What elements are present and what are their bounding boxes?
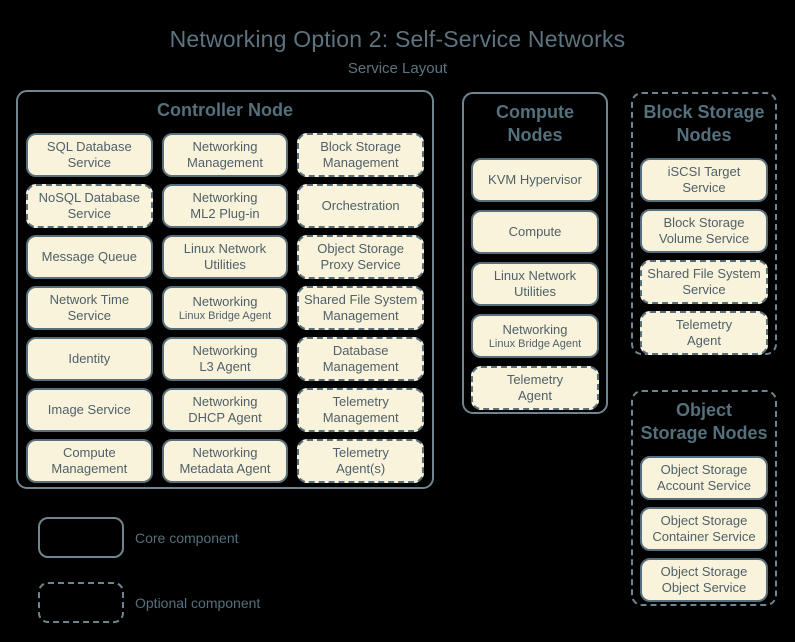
service-label: Orchestration [321, 198, 400, 214]
service-label: Networking L3 Agent [192, 343, 258, 375]
service-label: Telemetry Agent [675, 317, 733, 349]
service-object-storage-proxy: Object Storage Proxy Service [297, 235, 424, 280]
service-sublabel: Linux Bridge Agent [488, 337, 582, 350]
service-label: Identity [68, 351, 111, 367]
service-label: Networking [502, 321, 568, 337]
diagram-title: Networking Option 2: Self-Service Networ… [169, 26, 626, 52]
service-label: Networking DHCP Agent [188, 394, 262, 426]
service-label: Networking ML2 Plug-in [190, 190, 260, 222]
service-iscsi-target: iSCSI Target Service [640, 158, 768, 203]
service-image-service: Image Service [26, 388, 153, 433]
panel-controller-node: Controller Node SQL Database Service Net… [16, 90, 434, 489]
panel-title-compute-nodes: Compute Nodes [496, 102, 574, 146]
service-label: Compute Management [51, 445, 128, 477]
panel-title-block-storage-nodes: Block Storage Nodes [643, 102, 765, 146]
compute-service-stack: KVM Hypervisor Compute Linux Network Uti… [464, 158, 606, 411]
service-message-queue: Message Queue [26, 235, 153, 280]
service-networking-management: Networking Management [161, 133, 289, 178]
service-telemetry-agent: Telemetry Agent [640, 311, 768, 356]
diagram-subtitle: Service Layout [347, 60, 448, 77]
service-label: Telemetry Agent [506, 372, 564, 404]
service-label: Block Storage Management [320, 139, 402, 171]
panel-compute-nodes: Compute Nodes KVM Hypervisor Compute Lin… [462, 92, 608, 414]
service-label: Linux Network Utilities [493, 268, 577, 300]
service-orchestration: Orchestration [297, 184, 424, 229]
service-label: Database Management [322, 343, 399, 375]
service-sublabel: Linux Bridge Agent [178, 309, 272, 322]
service-kvm-hypervisor: KVM Hypervisor [471, 158, 599, 203]
service-label: Object Storage Container Service [652, 513, 756, 545]
service-nosql-database: NoSQL Database Service [26, 184, 153, 229]
panel-object-storage-nodes: Object Storage Nodes Object Storage Acco… [631, 390, 777, 606]
legend: Core component Optional component [38, 517, 260, 642]
service-object-storage-object: Object Storage Object Service [640, 558, 768, 603]
service-label: KVM Hypervisor [488, 172, 582, 188]
panel-title-controller-node: Controller Node [156, 100, 293, 120]
service-networking-l3-agent: Networking L3 Agent [161, 337, 289, 382]
legend-core-label: Core component [135, 529, 239, 546]
service-label: iSCSI Target Service [667, 164, 741, 196]
service-shared-file-system-service: Shared File System Service [640, 260, 768, 305]
service-label: Object Storage Account Service [657, 462, 751, 494]
block-storage-service-stack: iSCSI Target Service Block Storage Volum… [633, 158, 775, 356]
service-label: Object Storage Object Service [660, 564, 748, 596]
service-label: Block Storage Volume Service [658, 215, 750, 247]
service-compute-management: Compute Management [26, 439, 153, 484]
service-label: Message Queue [41, 249, 138, 265]
legend-optional-swatch [38, 582, 124, 623]
service-label: Networking Metadata Agent [179, 445, 271, 477]
service-block-storage-volume: Block Storage Volume Service [640, 209, 768, 254]
service-telemetry-management: Telemetry Management [297, 388, 424, 433]
service-label: Shared File System Service [647, 266, 761, 298]
panel-block-storage-nodes: Block Storage Nodes iSCSI Target Service… [631, 92, 777, 356]
service-label: Shared File System Management [303, 292, 418, 324]
service-networking-metadata-agent: Networking Metadata Agent [161, 439, 289, 484]
service-label: Object Storage Proxy Service [317, 241, 405, 273]
service-sql-database: SQL Database Service [26, 133, 153, 178]
service-linux-network-utilities: Linux Network Utilities [161, 235, 289, 280]
service-label: Linux Network Utilities [183, 241, 267, 273]
service-label: Telemetry Agent(s) [332, 445, 389, 477]
service-compute: Compute [471, 210, 599, 255]
legend-core: Core component [38, 517, 260, 558]
service-networking-ml2-plugin: Networking ML2 Plug-in [161, 184, 289, 229]
legend-core-swatch [38, 517, 124, 558]
service-linux-network-utilities: Linux Network Utilities [471, 262, 599, 307]
service-block-storage-management: Block Storage Management [297, 133, 424, 178]
panel-title-object-storage-nodes: Object Storage Nodes [640, 400, 768, 444]
service-label: Telemetry Management [322, 394, 399, 426]
legend-optional-label: Optional component [135, 594, 261, 611]
service-label: Networking Management [187, 139, 263, 171]
service-label: SQL Database Service [46, 139, 132, 171]
legend-optional: Optional component [38, 582, 260, 623]
service-label: Compute [508, 224, 562, 240]
service-database-management: Database Management [297, 337, 424, 382]
service-networking-dhcp-agent: Networking DHCP Agent [161, 388, 289, 433]
service-network-time: Network Time Service [26, 286, 153, 331]
object-storage-service-stack: Object Storage Account Service Object St… [633, 456, 775, 603]
service-label: Networking [192, 293, 258, 309]
service-identity: Identity [26, 337, 153, 382]
service-object-storage-container: Object Storage Container Service [640, 507, 768, 552]
service-shared-file-system-management: Shared File System Management [297, 286, 424, 331]
controller-service-grid: SQL Database Service Networking Manageme… [18, 133, 432, 484]
service-label: Network Time Service [49, 292, 130, 324]
service-object-storage-account: Object Storage Account Service [640, 456, 768, 501]
service-label: Image Service [47, 402, 131, 418]
service-telemetry-agents: Telemetry Agent(s) [297, 439, 424, 484]
service-telemetry-agent: Telemetry Agent [471, 366, 599, 411]
service-label: NoSQL Database Service [38, 190, 141, 222]
